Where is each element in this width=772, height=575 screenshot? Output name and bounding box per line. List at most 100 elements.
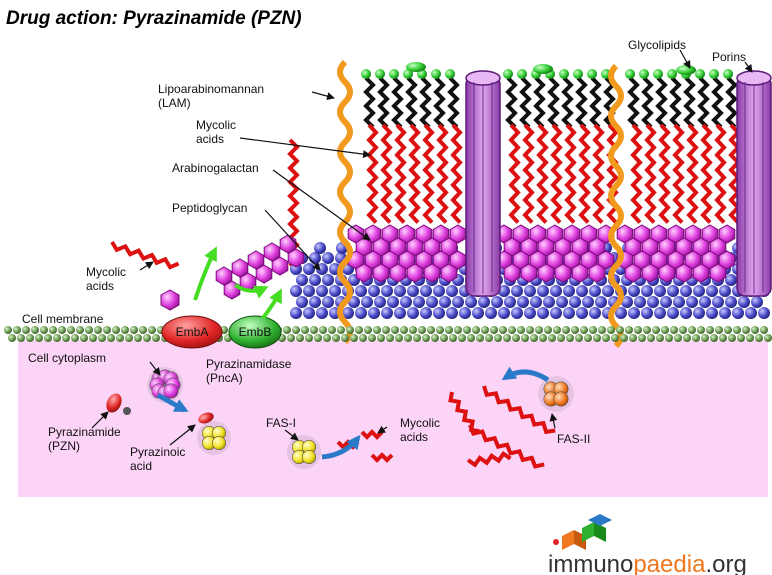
peptidoglycan-bead [550, 285, 562, 297]
peptidoglycan-bead [758, 307, 770, 319]
membrane-bead [292, 326, 300, 334]
peptidoglycan-bead [595, 296, 607, 308]
membrane-bead [454, 326, 462, 334]
membrane-bead [607, 326, 615, 334]
cell-cytoplasm-region [18, 340, 768, 497]
porin [465, 70, 501, 297]
cell-membrane-label: Cell membrane [22, 312, 104, 326]
membrane-bead [130, 326, 138, 334]
peptidoglycan-bead [394, 285, 406, 297]
peptidoglycan-bead [537, 285, 549, 297]
peptidoglycan-bead [745, 307, 757, 319]
membrane-bead [728, 334, 736, 342]
arabinogalactan-hexagon [709, 263, 727, 283]
membrane-bead [647, 334, 655, 342]
membrane-bead [80, 334, 88, 342]
peptidoglycan-bead [439, 296, 451, 308]
glycolipids-label: Glycolipids [628, 38, 686, 52]
membrane-bead [386, 334, 394, 342]
membrane-bead [701, 334, 709, 342]
peptidoglycan-bead [368, 285, 380, 297]
peptidoglycan-bead [556, 296, 568, 308]
pyrazinamidase-label: Pyrazinamidase [206, 357, 292, 371]
arabinogalactan-hexagon [658, 263, 676, 283]
membrane-bead [98, 334, 106, 342]
membrane-bead [521, 334, 529, 342]
membrane-bead [742, 326, 750, 334]
arabinogalactan-hexagon [537, 263, 555, 283]
peptidoglycan-bead [602, 285, 614, 297]
membrane-bead [593, 334, 601, 342]
membrane-bead [296, 334, 304, 342]
glycolipid-head [445, 69, 455, 79]
immunopaedia-logo: immunopaedia.org [548, 514, 747, 575]
mycolic-acid-chain [508, 123, 521, 224]
arabinogalactan-hexagon [641, 263, 659, 283]
peptidoglycan-bead [433, 307, 445, 319]
embb-label: EmbB [239, 325, 272, 339]
membrane-bead [562, 326, 570, 334]
membrane-bead [526, 326, 534, 334]
membrane-bead [94, 326, 102, 334]
peptidoglycan-bead [394, 307, 406, 319]
membrane-bead [602, 334, 610, 342]
mycolic-acid-chain [700, 123, 713, 224]
peptidoglycan-label: Peptidoglycan [172, 201, 247, 215]
membrane-bead [89, 334, 97, 342]
peptidoglycan-bead [322, 252, 334, 264]
glycolipid-head [403, 69, 413, 79]
lipid-chain-black [391, 76, 404, 129]
membrane-bead [4, 326, 12, 334]
membrane-bead [67, 326, 75, 334]
arabinose-hexagon [160, 289, 180, 311]
peptidoglycan-bead [316, 263, 328, 275]
membrane-bead [634, 326, 642, 334]
glycolipid-head [639, 69, 649, 79]
membrane-bead [22, 326, 30, 334]
mycolic-acid-chain [714, 123, 727, 224]
membrane-bead [463, 326, 471, 334]
peptidoglycan-bead [296, 274, 308, 286]
peptidoglycan-bead [329, 285, 341, 297]
blue-arrow [321, 434, 361, 460]
peptidoglycan-bead [407, 285, 419, 297]
glycolipid-oval [676, 65, 696, 75]
membrane-bead [697, 326, 705, 334]
mycolic-acid-chain [422, 123, 435, 224]
membrane-bead [557, 334, 565, 342]
peptidoglycan-bead [647, 296, 659, 308]
membrane-bead [553, 326, 561, 334]
membrane-bead [661, 326, 669, 334]
membrane-bead [49, 326, 57, 334]
enzyme-shadow [287, 435, 321, 469]
peptidoglycan-bead [355, 307, 367, 319]
porin [736, 70, 772, 297]
membrane-bead [467, 334, 475, 342]
arabinogalactan-hexagon [389, 263, 407, 283]
peptidoglycan-bead [660, 296, 672, 308]
peptidoglycan-bead [576, 285, 588, 297]
membrane-bead [481, 326, 489, 334]
pyrazinoic-acid-bound [198, 412, 214, 424]
lam-label: Lipoarabinomannan [158, 82, 264, 96]
peptidoglycan-bead [667, 307, 679, 319]
membrane-bead [121, 326, 129, 334]
membrane-bead [638, 334, 646, 342]
mycolic-acid-chain [110, 240, 180, 270]
membrane-bead [413, 334, 421, 342]
peptidoglycan-bead [498, 307, 510, 319]
peptidoglycan-bead [322, 274, 334, 286]
membrane-bead [733, 326, 741, 334]
peptidoglycan-bead [582, 296, 594, 308]
peptidoglycan-bead [641, 307, 653, 319]
arabinogalactan-hexagon [588, 263, 606, 283]
membrane-bead [62, 334, 70, 342]
glycolipid-head [667, 69, 677, 79]
leader-lines [91, 49, 753, 446]
mycolic-acid-chain [630, 123, 643, 224]
membrane-bead [323, 334, 331, 342]
glycolipid-head [573, 69, 583, 79]
peptidoglycan-bead [563, 285, 575, 297]
peptidoglycan-bead [400, 296, 412, 308]
